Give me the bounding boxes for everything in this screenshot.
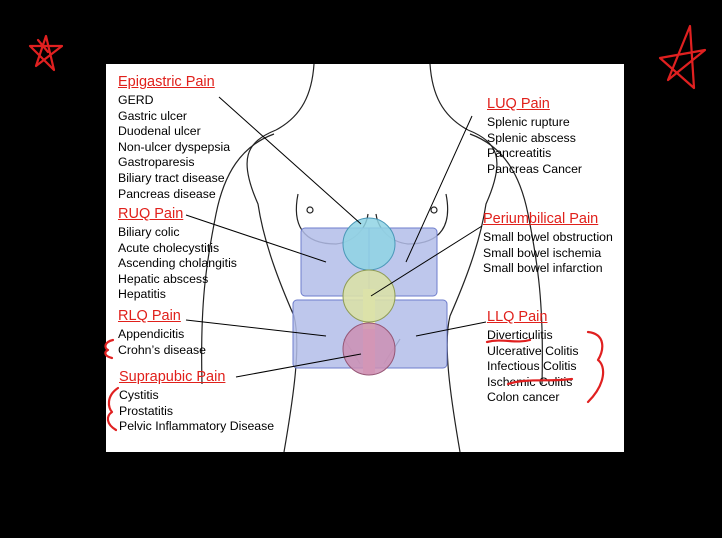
right-arm-outline xyxy=(469,133,543,385)
list-item: Crohn’s disease xyxy=(118,342,206,357)
right-torso-outline xyxy=(446,129,498,452)
torso-illustration xyxy=(185,64,543,452)
periumbilical-list: Small bowel obstruction Small bowel isch… xyxy=(483,230,613,277)
list-item: Acute cholecystitis xyxy=(118,240,220,255)
ruq-list: Biliary colic Acute cholecystitis Ascend… xyxy=(118,225,237,303)
epigastric-pointer xyxy=(218,96,362,225)
epigastric-list: GERD Gastric ulcer Duodenal ulcer Non-ul… xyxy=(118,93,230,202)
epigastric-region: Epigastric Pain GERD Gastric ulcer Duode… xyxy=(118,74,230,202)
ruq-title: RUQ Pain xyxy=(118,206,184,222)
list-item: Small bowel obstruction xyxy=(483,230,613,244)
luq-list: Splenic rupture Splenic abscess Pancreat… xyxy=(487,115,582,177)
luq-pointer xyxy=(405,115,473,263)
star-annotation-icon xyxy=(28,34,64,72)
neck-outline-right xyxy=(429,64,469,131)
llq-list: Diverticulitis Ulcerative Colitis Infect… xyxy=(487,328,579,406)
list-item: GERD xyxy=(118,93,154,107)
list-item: Duodenal ulcer xyxy=(118,124,201,139)
epigastric-title: Epigastric Pain xyxy=(118,74,215,90)
star-annotation-icon xyxy=(658,24,707,90)
ruq-pointer xyxy=(185,214,327,263)
periumbilical-pointer xyxy=(370,225,483,297)
nipple-left xyxy=(306,206,314,214)
list-item: Pancreas Cancer xyxy=(487,161,583,176)
list-item: Biliary colic xyxy=(118,225,180,239)
list-item: Small bowel infarction xyxy=(483,261,603,276)
suprapubic-list: Cystitis Prostatitis Pelvic Inflammatory… xyxy=(119,388,274,435)
periumbilical-title: Periumbilical Pain xyxy=(483,211,599,227)
list-item: Prostatitis xyxy=(119,403,173,418)
suprapubic-region: Suprapubic Pain Cystitis Prostatitis Pel… xyxy=(119,369,274,435)
rlq-pointer xyxy=(185,319,327,337)
list-item: Ulcerative Colitis xyxy=(487,343,579,358)
list-item: Pancreatitis xyxy=(487,146,552,161)
diagram-slide: Epigastric Pain GERD Gastric ulcer Duode… xyxy=(106,64,624,452)
list-item: Ischemic Colitis xyxy=(487,374,573,389)
list-item: Diverticulitis xyxy=(487,328,553,342)
left-torso-outline xyxy=(246,129,298,452)
luq-title: LUQ Pain xyxy=(487,96,550,112)
list-item: Splenic abscess xyxy=(487,130,576,145)
list-item: Pelvic Inflammatory Disease xyxy=(119,419,275,434)
list-item: Splenic rupture xyxy=(487,115,570,129)
list-item: Gastric ulcer xyxy=(118,108,188,123)
list-item: Ascending cholangitis xyxy=(118,256,237,271)
rlq-title: RLQ Pain xyxy=(118,308,181,324)
list-item: Cystitis xyxy=(119,388,159,402)
list-item: Colon cancer xyxy=(487,390,560,405)
list-item: Pancreas disease xyxy=(118,186,216,201)
neck-outline xyxy=(275,64,315,131)
suprapubic-pointer xyxy=(235,353,362,378)
suprapubic-circle xyxy=(342,322,396,376)
list-item: Small bowel ischemia xyxy=(483,245,602,260)
left-arm-outline xyxy=(201,133,275,385)
list-item: Appendicitis xyxy=(118,327,185,341)
luq-region: LUQ Pain Splenic rupture Splenic abscess… xyxy=(487,96,582,177)
list-item: Infectious Colitis xyxy=(487,359,577,374)
list-item: Non-ulcer dyspepsia xyxy=(118,139,231,154)
rlq-region: RLQ Pain Appendicitis Crohn’s disease xyxy=(118,308,206,358)
list-item: Hepatitis xyxy=(118,287,166,302)
llq-region: LLQ Pain Diverticulitis Ulcerative Colit… xyxy=(487,309,579,406)
periumbilical-region: Periumbilical Pain Small bowel obstructi… xyxy=(483,211,613,277)
periumbilical-circle xyxy=(342,269,396,323)
list-item: Biliary tract disease xyxy=(118,170,225,185)
nipple-right xyxy=(430,206,438,214)
ruq-region: RUQ Pain Biliary colic Acute cholecystit… xyxy=(118,206,237,303)
llq-pointer xyxy=(415,321,487,337)
list-item: Hepatic abscess xyxy=(118,271,209,286)
suprapubic-title: Suprapubic Pain xyxy=(119,369,226,385)
list-item: Gastroparesis xyxy=(118,155,195,170)
epigastric-circle xyxy=(342,217,396,271)
llq-title: LLQ Pain xyxy=(487,309,548,325)
rlq-list: Appendicitis Crohn’s disease xyxy=(118,327,206,358)
